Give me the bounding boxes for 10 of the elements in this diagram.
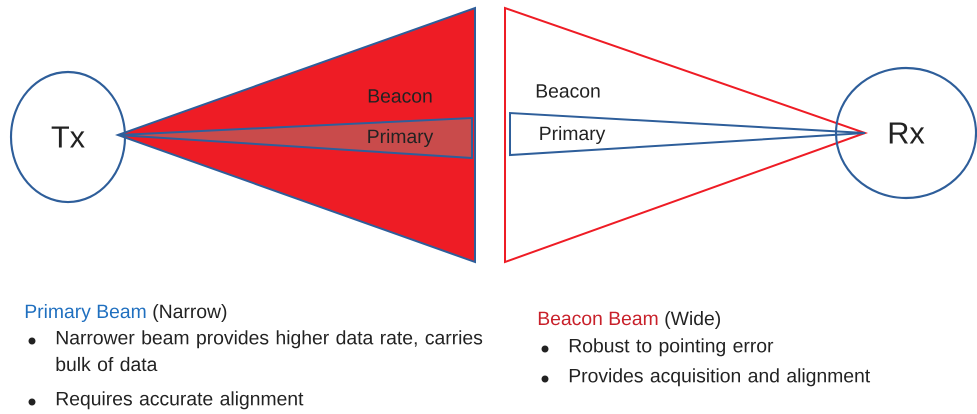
bullet-text: Provides acquisition and alignment: [570, 368, 870, 386]
heading-text: (Wide): [665, 311, 720, 330]
heading-text: Primary Beam: [26, 304, 146, 322]
heading-text: (Narrow): [153, 304, 226, 322]
heading-text: Beacon Beam: [538, 312, 658, 326]
bullet-text: Robust to pointing error: [570, 338, 774, 356]
bullet-text: Requires accurate alignment: [56, 391, 304, 410]
circle-node: Rx: [834, 66, 977, 200]
bullet-text: Narrower beam provides higher data rate, carries bulk of data: [56, 330, 482, 372]
circle-node: Tx: [10, 70, 126, 204]
